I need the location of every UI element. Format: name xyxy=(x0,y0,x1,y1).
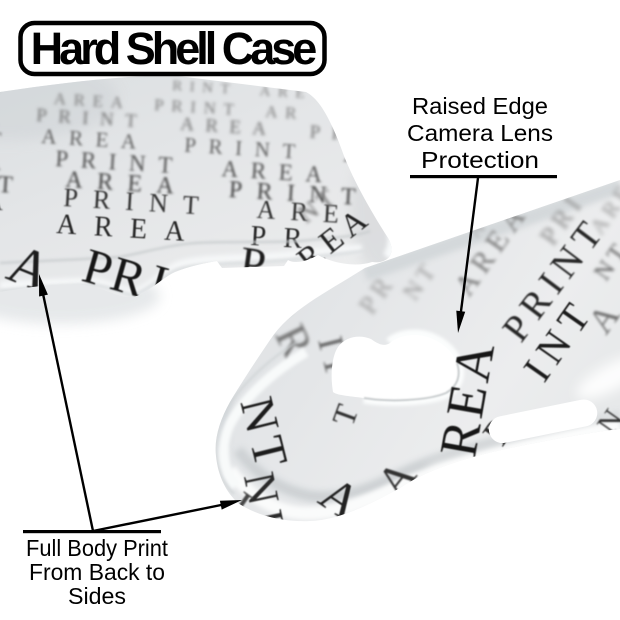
svg-text:Sides: Sides xyxy=(68,583,126,609)
svg-text:A: A xyxy=(0,186,19,217)
svg-text:Camera Lens: Camera Lens xyxy=(407,120,553,146)
svg-text:T: T xyxy=(0,127,15,153)
svg-text:A: A xyxy=(0,108,10,130)
svg-text:Protection: Protection xyxy=(421,147,539,173)
svg-text:Full Body Print: Full Body Print xyxy=(26,535,169,561)
svg-text:From Back to: From Back to xyxy=(29,559,165,585)
svg-text:A: A xyxy=(0,149,14,176)
svg-text:Hard Shell Case: Hard Shell Case xyxy=(31,23,317,74)
svg-text:Raised Edge: Raised Edge xyxy=(412,93,548,119)
svg-text:NT: NT xyxy=(0,170,28,200)
